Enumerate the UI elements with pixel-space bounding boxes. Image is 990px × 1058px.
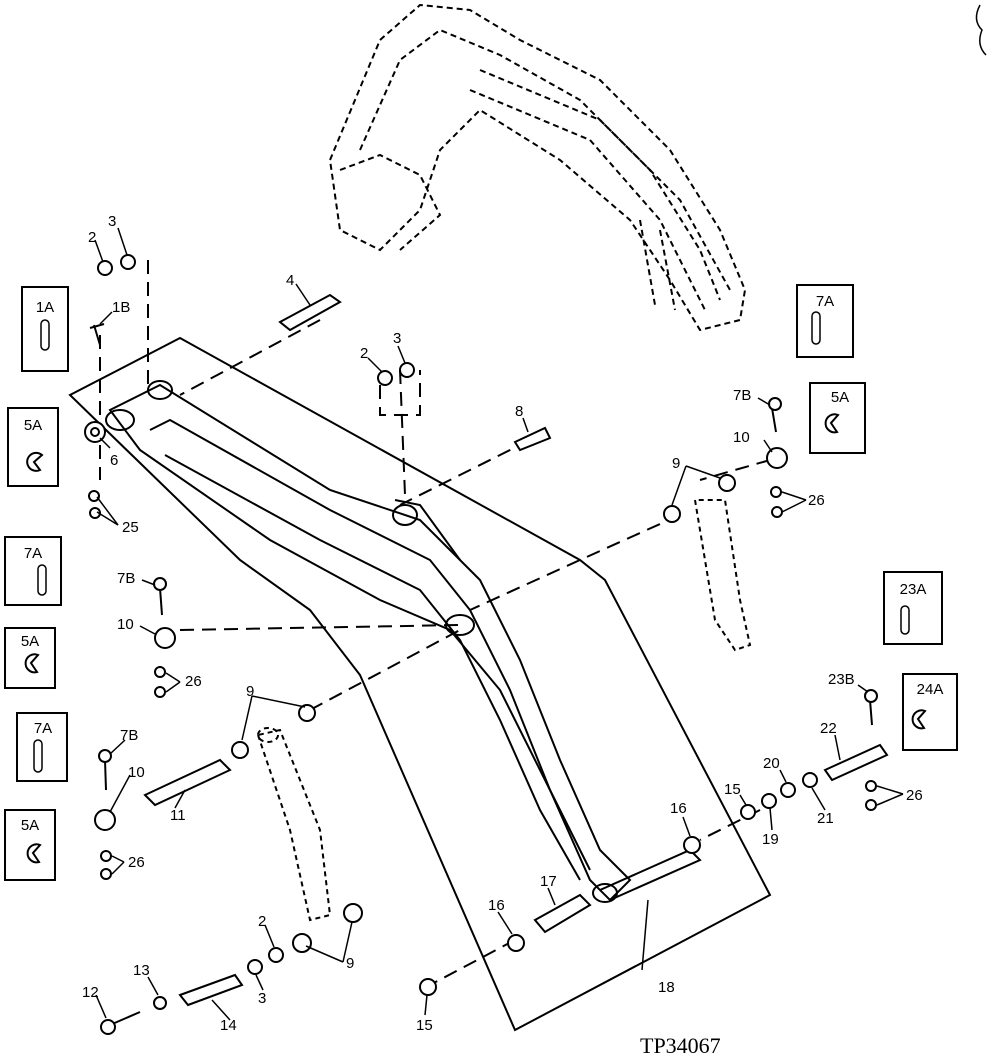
callout-label: 21 xyxy=(817,810,834,827)
kit-box-7a-1: 7A xyxy=(796,284,854,358)
lockwasher-icon xyxy=(824,413,840,434)
callout-label: 10 xyxy=(117,616,134,633)
callout-label: 1B xyxy=(112,299,130,316)
kit-box-7a-2: 7A xyxy=(4,536,62,606)
figure-id: TP34067 xyxy=(640,1033,721,1058)
lockwasher-icon xyxy=(26,451,44,472)
kit-box-24a: 24A xyxy=(902,673,958,751)
callout-label: 13 xyxy=(133,962,150,979)
callout-label: 8 xyxy=(515,403,523,420)
bolt-icon xyxy=(37,564,47,596)
kit-box-5a-4: 5A xyxy=(4,809,56,881)
hydraulic-cylinders xyxy=(256,499,752,922)
callout-label: 11 xyxy=(170,807,186,824)
kit-box-1a: 1A xyxy=(21,286,69,372)
callout-label: 2 xyxy=(88,229,96,246)
kit-box-label: 7A xyxy=(24,545,42,562)
kit-box-label: 5A xyxy=(831,389,849,406)
callout-label: 23B xyxy=(828,671,855,688)
lockwasher-icon xyxy=(911,709,927,730)
callout-label: 15 xyxy=(416,1017,433,1034)
callout-pointers xyxy=(94,227,904,1021)
callout-label: 15 xyxy=(724,781,741,798)
kit-box-5a-2: 5A xyxy=(809,382,866,454)
callout-label: 17 xyxy=(540,873,557,890)
callout-label: 9 xyxy=(246,683,254,700)
hardware-parts xyxy=(84,254,889,1035)
callout-label: 16 xyxy=(670,800,687,817)
callout-label: 7B xyxy=(117,570,135,587)
boom-body xyxy=(105,380,702,903)
callout-label: 10 xyxy=(733,429,750,446)
callout-labels: 2 3 4 1B 2 3 6 8 25 7B 10 9 26 7B 10 26 … xyxy=(82,213,923,1034)
lockwasher-icon xyxy=(26,843,42,864)
callout-label: 12 xyxy=(82,984,99,1001)
callout-label: 2 xyxy=(360,345,368,362)
callout-label: 3 xyxy=(393,330,401,347)
ghost-excavator-outline xyxy=(328,3,747,332)
callout-label: 9 xyxy=(346,955,354,972)
kit-box-23a: 23A xyxy=(883,571,943,645)
callout-label: 9 xyxy=(672,455,680,472)
callout-label: 6 xyxy=(110,452,118,469)
callout-label: 26 xyxy=(808,492,825,509)
kit-box-label: 5A xyxy=(21,633,39,650)
callout-label: 10 xyxy=(128,764,145,781)
bolt-icon xyxy=(40,319,50,351)
callout-label: 3 xyxy=(258,990,266,1007)
kit-box-7a-3: 7A xyxy=(16,712,68,782)
callout-label: 7B xyxy=(120,727,138,744)
kit-box-label: 5A xyxy=(24,417,42,434)
bolt-icon xyxy=(900,605,910,635)
callout-label: 3 xyxy=(108,213,116,230)
callout-label: 26 xyxy=(128,854,145,871)
kit-box-label: 5A xyxy=(21,817,39,834)
bolt-icon xyxy=(811,311,821,345)
callout-label: 2 xyxy=(258,913,266,930)
kit-box-5a-3: 5A xyxy=(4,627,56,689)
callout-label: 7B xyxy=(733,387,751,404)
callout-label: 4 xyxy=(286,272,294,289)
kit-box-label: 1A xyxy=(36,299,54,316)
callout-label: 14 xyxy=(220,1017,237,1034)
kit-box-label: 7A xyxy=(816,293,834,310)
bolt-icon xyxy=(33,739,43,773)
callout-label: 26 xyxy=(906,787,923,804)
callout-label: 19 xyxy=(762,831,779,848)
corner-mark xyxy=(975,4,987,56)
callout-label: 22 xyxy=(820,720,837,737)
callout-label: 16 xyxy=(488,897,505,914)
callout-label: 20 xyxy=(763,755,780,772)
callout-label: 26 xyxy=(185,673,202,690)
callout-label: 25 xyxy=(122,519,139,536)
lockwasher-icon xyxy=(24,653,40,674)
boom-frame xyxy=(68,336,772,1032)
kit-box-5a-1: 5A xyxy=(7,407,59,487)
callout-label: 18 xyxy=(658,979,675,996)
kit-box-label: 24A xyxy=(917,681,944,698)
kit-box-label: 7A xyxy=(34,720,52,737)
kit-box-label: 23A xyxy=(900,581,927,598)
